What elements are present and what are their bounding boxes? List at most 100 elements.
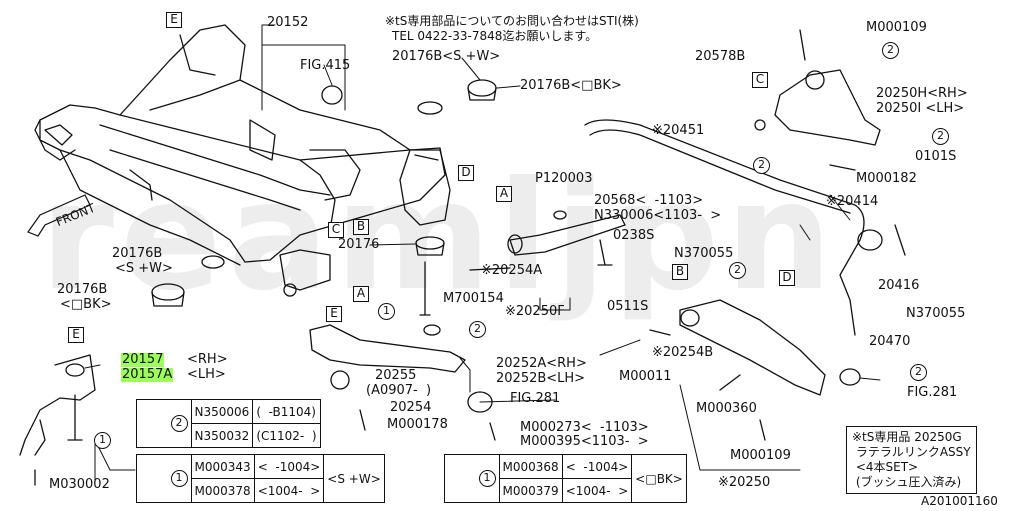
part-label-20157-rh: <RH>: [187, 352, 228, 367]
header-note-line2: TEL 0422-33-7848迄お願いします。: [392, 29, 598, 43]
circled-1-table-a: 1: [170, 470, 188, 487]
part-label-20470[interactable]: 20470: [869, 334, 911, 349]
circled-2-d: 2: [753, 157, 770, 174]
trailing-link-drawing: [19, 354, 96, 486]
part-label-20176b-bk-top[interactable]: 20176B<□BK>: [520, 78, 622, 93]
part-label-p120003[interactable]: P120003: [535, 171, 593, 186]
part-label-0238s[interactable]: 0238S: [613, 228, 655, 243]
table-bolts-sw-suffix: <S +W>: [323, 454, 385, 503]
callout-a-right: A: [496, 186, 512, 202]
part-label-n330006[interactable]: N330006<1103- >: [594, 208, 722, 223]
header-note-line1: ※tS専用部品についてのお問い合わせはSTI(株): [385, 14, 639, 28]
table-nuts-range: ( -B1104): [252, 399, 321, 424]
part-label-20252b[interactable]: 20252B<LH>: [496, 371, 586, 386]
part-label-20255[interactable]: 20255: [375, 368, 417, 383]
part-label-m000182[interactable]: M000182: [856, 171, 917, 186]
table-nuts-part[interactable]: N350006: [190, 399, 254, 424]
table-nuts-range: (C1102- ): [252, 423, 321, 448]
callout-b-right: B: [672, 264, 688, 280]
table-bolts-bk-range: < -1004>: [561, 454, 633, 479]
circled-2-a: 2: [469, 321, 486, 338]
part-label-20252a[interactable]: 20252A<RH>: [496, 356, 587, 371]
callout-d-left: D: [458, 165, 474, 181]
circled-1-table-b: 1: [478, 470, 496, 487]
part-label-20250[interactable]: ※20250: [718, 475, 771, 490]
part-label-m000178[interactable]: M000178: [387, 417, 448, 432]
part-label-fig281-right[interactable]: FIG.281: [907, 385, 958, 400]
part-label-n370055-b[interactable]: N370055: [906, 306, 966, 321]
part-label-20254[interactable]: 20254: [390, 400, 432, 415]
part-label-20254a[interactable]: ※20254A: [481, 263, 543, 278]
circled-1-a: 1: [378, 303, 395, 320]
table-bolts-sw-part[interactable]: M000378: [190, 478, 255, 503]
part-label-20578b[interactable]: 20578B: [695, 49, 746, 64]
part-label-20157[interactable]: 20157: [121, 352, 165, 367]
circled-2-c: 2: [932, 128, 949, 145]
part-label-0101s[interactable]: 0101S: [915, 149, 957, 164]
diagram-id: A201001160: [921, 494, 998, 508]
part-label-m00011[interactable]: M00011: [619, 369, 672, 384]
callout-b-left: B: [353, 219, 369, 235]
part-label-20176b-sw-left-variant: <S +W>: [115, 261, 173, 276]
front-arrow-drawing: [27, 194, 91, 237]
part-label-m700154[interactable]: M700154: [443, 291, 504, 306]
callout-c-right: C: [752, 72, 768, 88]
part-label-20157a-lh: <LH>: [187, 367, 226, 382]
part-label-20250h[interactable]: 20250H<RH>: [876, 86, 968, 101]
callout-a-left: A: [353, 286, 369, 302]
part-label-m000360[interactable]: M000360: [696, 401, 757, 416]
part-label-20414[interactable]: ※20414: [826, 194, 879, 209]
part-label-m000109-bot[interactable]: M000109: [730, 448, 791, 463]
part-label-fig415[interactable]: FIG.415: [300, 58, 351, 73]
table-bolts-sw-ref: 1: [136, 454, 192, 503]
circled-2-b: 2: [882, 42, 899, 59]
table-bolts-bk-range: <1004- >: [561, 478, 633, 503]
part-label-20176[interactable]: 20176: [338, 237, 380, 252]
ts-note-line1: ※tS専用品 20250G: [852, 430, 962, 444]
part-label-20176b-sw-top[interactable]: 20176B<S +W>: [392, 49, 501, 64]
table-bolts-sw-range: <1004- >: [253, 478, 325, 503]
table-bolts-bk-part[interactable]: M000368: [498, 454, 563, 479]
part-label-m000395[interactable]: M000395<1103- >: [520, 434, 649, 449]
part-label-0511s[interactable]: 0511S: [607, 299, 649, 314]
part-label-20157a[interactable]: 20157A: [121, 367, 174, 382]
callout-e-top: E: [166, 12, 182, 28]
part-label-20250i[interactable]: 20250I <LH>: [876, 101, 965, 116]
part-label-20568[interactable]: 20568< -1103>: [594, 193, 704, 208]
table-nuts-part[interactable]: N350032: [190, 423, 254, 448]
circled-2-f: 2: [910, 364, 927, 381]
part-label-20250f[interactable]: ※20250F: [505, 304, 565, 319]
mounts-and-bushings-drawing: [151, 79, 497, 336]
callout-d-right: D: [779, 270, 795, 286]
circled-1-b: 1: [94, 432, 111, 449]
part-label-m000273[interactable]: M000273< -1103>: [520, 420, 649, 435]
table-bolts-sw-part[interactable]: M000343: [190, 454, 255, 479]
part-label-20176b-bk-left[interactable]: 20176B: [57, 282, 108, 297]
part-label-a0907: (A0907- ): [366, 383, 432, 398]
part-label-20416[interactable]: 20416: [878, 278, 920, 293]
ts-note-line4: (ブッシュ圧入済み): [852, 475, 962, 489]
ts-note-line3: <4本SET>: [852, 460, 919, 474]
lateral-link-drawing: [469, 210, 626, 271]
callout-e: E: [68, 327, 84, 343]
part-label-20176b-bk-left-variant: <□BK>: [60, 297, 112, 312]
ts-note-box: ※tS専用品 20250G ラテラルリンクASSY <4本SET> (ブッシュ圧…: [846, 426, 977, 494]
part-label-fig281-mid[interactable]: FIG.281: [510, 391, 561, 406]
table-bolts-bk-ref: 1: [444, 454, 500, 503]
lower-arm-right-drawing: [649, 299, 861, 441]
table-bolts-sw: 1 M000343 < -1004> <S +W> M000378 <1004-…: [136, 454, 385, 503]
part-label-m000109-top[interactable]: M000109: [866, 20, 927, 35]
circled-2-table: 2: [170, 415, 188, 432]
lower-arm-middle-drawing: [309, 324, 496, 441]
table-bolts-sw-range: < -1004>: [253, 454, 325, 479]
part-label-20176b-sw-left[interactable]: 20176B: [112, 246, 163, 261]
part-label-20254b[interactable]: ※20254B: [652, 345, 714, 360]
callout-e-mid: E: [326, 306, 342, 322]
part-label-20152[interactable]: 20152: [267, 15, 309, 30]
table-bolts-bk-part[interactable]: M000379: [498, 478, 563, 503]
table-nuts-ref: 2: [136, 399, 192, 448]
circled-2-e: 2: [729, 262, 746, 279]
part-label-n370055-a[interactable]: N370055: [674, 246, 734, 261]
part-label-m030002[interactable]: M030002: [49, 477, 110, 492]
part-label-20451[interactable]: ※20451: [652, 123, 705, 138]
